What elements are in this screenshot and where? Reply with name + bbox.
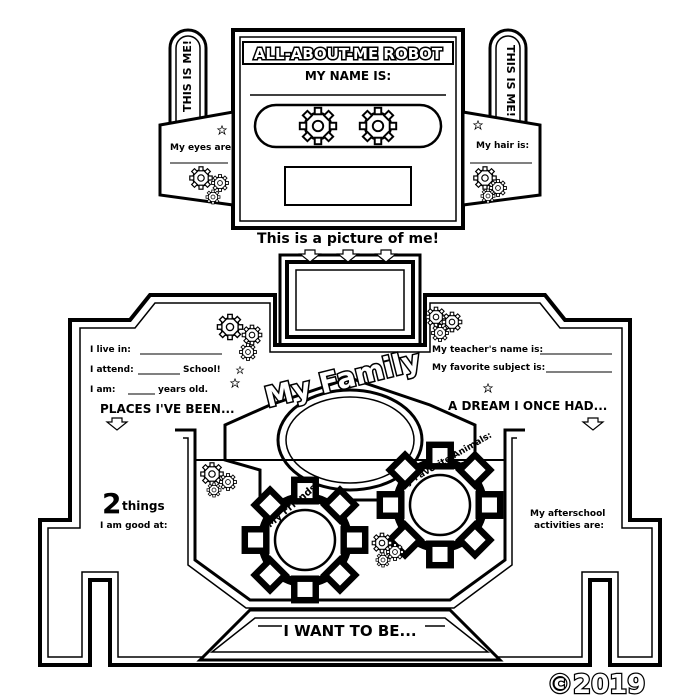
this-is-me-left: THIS IS ME! xyxy=(181,40,194,112)
afterschool-label-1: My afterschool xyxy=(530,509,605,519)
gear-icon xyxy=(206,482,222,498)
picture-label: This is a picture of me! xyxy=(257,231,439,247)
gear-icon xyxy=(219,473,237,491)
school-label: School! xyxy=(183,365,221,375)
title-banner xyxy=(242,41,454,65)
friends-photo-frame[interactable] xyxy=(273,508,337,572)
animals-gear xyxy=(380,445,500,565)
gear-icon xyxy=(375,552,391,568)
right-eye-gear-icon xyxy=(358,106,398,146)
live-label: I live in: xyxy=(90,345,131,355)
gear-icon xyxy=(211,174,229,192)
teacher-label: My teacher's name is: xyxy=(432,345,543,355)
eyes-capsule xyxy=(253,103,443,149)
want-label: I WANT TO BE... xyxy=(283,622,416,640)
friends-gear xyxy=(245,480,365,600)
mouth-box[interactable] xyxy=(284,166,412,206)
copyright-text: ©2019 xyxy=(547,670,645,700)
good-at-label: I am good at: xyxy=(100,521,167,531)
this-is-me-right: THIS IS ME! xyxy=(504,45,517,117)
title-text: ALL-ABOUT-ME ROBOT xyxy=(254,45,443,63)
gear-icon xyxy=(480,188,496,204)
gear-icon xyxy=(241,324,263,346)
years-label: years old. xyxy=(158,385,208,395)
gear-icon xyxy=(386,542,404,562)
gear-icon xyxy=(431,324,449,342)
left-eye-gear-icon xyxy=(298,106,338,146)
animals-photo-frame[interactable] xyxy=(408,473,472,537)
gear-icon xyxy=(239,343,257,361)
dream-label: A DREAM I ONCE HAD... xyxy=(448,399,607,413)
picture-area[interactable] xyxy=(295,269,405,331)
gear-icon xyxy=(216,313,244,341)
arrow-down-icons xyxy=(298,249,398,263)
am-label: I am: xyxy=(90,385,116,395)
eyes-label: My eyes are: xyxy=(170,143,235,153)
subject-label: My favorite subject is: xyxy=(432,363,545,373)
places-label: PLACES I'VE BEEN... xyxy=(100,402,235,416)
hair-label: My hair is: xyxy=(476,141,529,151)
gear-icon xyxy=(189,166,213,190)
two-number: 2 xyxy=(102,487,121,520)
afterschool-label-2: activities are: xyxy=(534,521,604,531)
things-label: things xyxy=(122,499,165,513)
name-label: MY NAME IS: xyxy=(305,69,391,83)
family-gear xyxy=(223,376,477,502)
arrow-down-icon xyxy=(581,417,605,431)
attend-label: I attend: xyxy=(90,365,134,375)
arrow-down-icon xyxy=(105,417,129,431)
gear-icon xyxy=(205,189,221,205)
